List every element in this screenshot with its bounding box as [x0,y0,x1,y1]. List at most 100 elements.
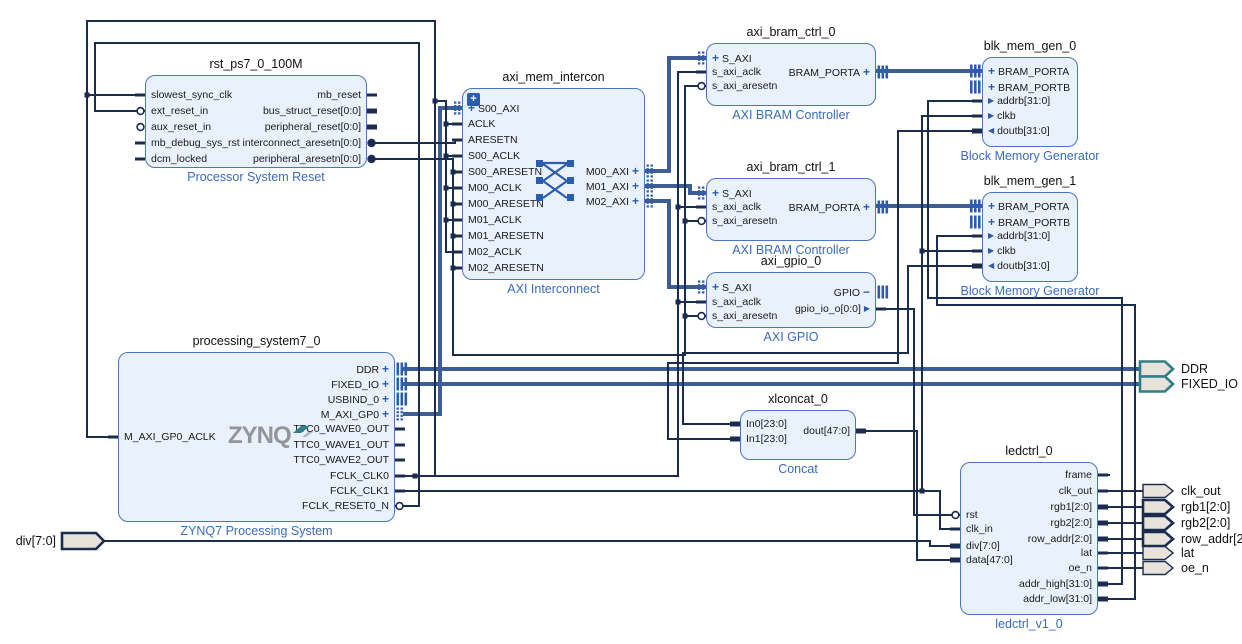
interface-connector-icon[interactable] [885,285,889,299]
interface-connector-dotted-icon[interactable] [400,418,403,421]
port-doutb[31:0][interactable]: ◀ doutb[31:0] [988,258,1050,274]
external-port-FIXED_IO[interactable] [1138,375,1175,393]
port-gpio_io_o[0:0][interactable]: gpio_io_o[0:0] ▶ [795,301,870,317]
interface-connector-dotted-icon[interactable] [454,101,457,104]
interface-connector-icon[interactable] [885,65,889,79]
port-GPIO[interactable]: GPIO − [834,284,870,300]
wire-clk1-to-clkb0[interactable] [921,115,982,491]
port-pin[interactable] [135,157,145,161]
bus-port-pin[interactable] [1098,536,1108,542]
port-pin[interactable] [972,249,982,253]
port-s_axi_aclk[interactable]: s_axi_aclk [712,294,761,310]
interface-connector-icon[interactable] [877,285,881,299]
port-M00_AXI[interactable]: M00_AXI + [586,163,639,179]
interface-connector-dotted-icon[interactable] [702,58,705,61]
interface-connector-dotted-icon[interactable] [400,414,403,417]
port-peripheral_reset[0:0][interactable]: peripheral_reset[0:0] [265,119,361,135]
port-M02_ARESETN[interactable]: M02_ARESETN [468,260,544,276]
interface-connector-dotted-icon[interactable] [698,62,701,65]
interface-connector-icon[interactable] [881,200,885,214]
block-processing_system7_0[interactable] [118,352,395,522]
interface-connector-dotted-icon[interactable] [396,411,399,414]
interface-connector-icon[interactable] [974,80,977,94]
external-port-rgb1[2:0][interactable] [1141,498,1175,516]
interface-connector-dotted-icon[interactable] [650,171,653,174]
port-pin[interactable] [950,527,960,531]
port-pin[interactable] [452,138,462,142]
block-rst_ps7_0_100M[interactable] [145,75,367,168]
port-mb_debug_sys_rst[interactable]: mb_debug_sys_rst [151,135,240,151]
interface-connector-icon[interactable] [970,199,973,213]
port-pin[interactable] [1098,551,1108,555]
external-port-oe_n[interactable] [1142,560,1175,576]
port-M01_ARESETN[interactable]: M01_ARESETN [468,228,544,244]
port-M_AXI_GP0_ACLK[interactable]: M_AXI_GP0_ACLK [124,429,216,445]
wire-m02-axi[interactable] [645,199,706,289]
port-USBIND_0[interactable]: USBIND_0 + [328,391,389,407]
interface-connector-dotted-icon[interactable] [396,414,399,417]
port-M01_AXI[interactable]: M01_AXI + [586,178,639,194]
interface-connector-icon[interactable] [400,377,404,391]
port-FCLK_RESET0_N[interactable]: FCLK_RESET0_N [302,498,389,514]
interface-connector-dotted-icon[interactable] [702,197,705,200]
bus-port-pin[interactable] [367,108,377,114]
port-S00_ARESETN[interactable]: S00_ARESETN [468,164,542,180]
interface-connector-dotted-icon[interactable] [702,291,705,294]
bus-port-pin[interactable] [972,263,982,269]
wire-m01-axi[interactable] [645,184,706,195]
interface-connector-dotted-icon[interactable] [650,183,653,186]
interface-connector-icon[interactable] [978,80,981,94]
external-port-rgb2[2:0][interactable] [1141,514,1175,532]
wire-m-axi-gp0-s00-axi[interactable] [403,106,462,416]
port-data[47:0][interactable]: data[47:0] [966,552,1013,568]
interface-connector-dotted-icon[interactable] [650,164,653,167]
interface-connector-dotted-icon[interactable] [702,62,705,65]
interface-connector-dotted-icon[interactable] [646,190,649,193]
wire-dout-to-data[interactable] [856,430,960,561]
active-low-port-icon[interactable] [395,501,404,511]
port-pin[interactable] [395,458,405,462]
port-s_axi_aclk[interactable]: s_axi_aclk [712,199,761,215]
port-lat[interactable]: lat [1081,545,1092,561]
interface-connector-dotted-icon[interactable] [650,190,653,193]
port-TTC0_WAVE0_OUT[interactable]: TTC0_WAVE0_OUT [293,421,389,437]
interface-connector-dotted-icon[interactable] [646,198,649,201]
port-s_axi_aresetn[interactable]: s_axi_aresetn [712,213,777,229]
interface-connector-dotted-icon[interactable] [650,198,653,201]
external-port-row_addr[2:0][interactable] [1141,530,1175,548]
port-TTC0_WAVE1_OUT[interactable]: TTC0_WAVE1_OUT [293,437,389,453]
interface-connector-dotted-icon[interactable] [650,194,653,197]
wire-doutb0-to-in1[interactable] [667,130,982,440]
interface-connector-dotted-icon[interactable] [698,287,701,290]
port-dout[47:0][interactable]: dout[47:0] [803,423,850,439]
port-pin[interactable] [696,70,706,74]
interface-connector-dotted-icon[interactable] [698,193,701,196]
bus-port-pin[interactable] [1098,520,1108,526]
port-aux_reset_in[interactable]: aux_reset_in [151,119,211,135]
interface-connector-dotted-icon[interactable] [646,171,649,174]
port-pin[interactable] [972,234,982,238]
port-pin[interactable] [395,474,405,478]
interface-connector-icon[interactable] [404,362,408,376]
bus-port-pin[interactable] [972,128,982,134]
interface-connector-dotted-icon[interactable] [396,418,399,421]
bus-port-pin[interactable] [950,543,960,549]
external-port-lat[interactable] [1142,545,1175,561]
interface-connector-dotted-icon[interactable] [646,205,649,208]
port-slowest_sync_clk[interactable]: slowest_sync_clk [151,87,232,103]
port-In0[23:0][interactable]: In0[23:0] [746,416,787,432]
interface-connector-dotted-icon[interactable] [646,164,649,167]
port-mb_reset[interactable]: mb_reset [317,87,361,103]
wire-m00-axi[interactable] [645,56,706,173]
interface-connector-dotted-icon[interactable] [458,101,461,104]
interface-connector-dotted-icon[interactable] [702,284,705,287]
bus-port-pin[interactable] [1098,504,1108,510]
wire-clk-to-m-axi-gp0-aclk[interactable] [86,95,118,438]
block-axi_gpio_0[interactable] [706,272,876,328]
interface-connector-icon[interactable] [978,215,981,229]
wire-clk-to-peripherals[interactable] [415,71,706,477]
block-ledctrl_0[interactable] [960,462,1098,615]
port-clkb[interactable]: ▶ clkb [988,243,1016,259]
bus-port-pin[interactable] [367,124,377,130]
interface-connector-icon[interactable] [970,64,973,78]
